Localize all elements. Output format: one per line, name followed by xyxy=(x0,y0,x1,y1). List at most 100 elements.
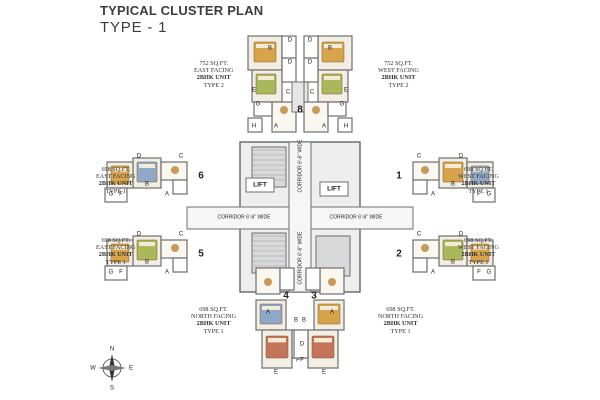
stair-bottom xyxy=(251,232,287,274)
table-2 xyxy=(421,244,429,252)
bed-mid-8-pillow xyxy=(324,76,340,80)
room-letter-b-8: B xyxy=(328,46,332,52)
lift-left xyxy=(245,177,275,193)
unit-number-4: 4 xyxy=(283,291,289,302)
bed-b-6-pillow xyxy=(113,168,127,172)
bed-a-6-pillow xyxy=(139,164,155,168)
room-letter-g-5: G xyxy=(109,270,114,276)
room-letter-g-2: G xyxy=(487,270,492,276)
kitchen-4 xyxy=(279,267,295,291)
toilets-2 xyxy=(472,265,496,281)
room-letter-a-5: A xyxy=(165,270,169,276)
room-letter-d2-7: D xyxy=(288,60,293,66)
toilets-5 xyxy=(104,265,128,281)
room-letter-c-5: C xyxy=(179,232,184,238)
room-letter-d-6: D xyxy=(137,154,142,160)
toilets-6 xyxy=(104,187,128,203)
room-letter-d-3: D xyxy=(300,342,305,348)
corridor-label-top: CORRIDOR 6'-6" WIDE xyxy=(297,139,303,193)
kitchen-2 xyxy=(412,257,428,273)
unit-number-2: 2 xyxy=(396,249,402,260)
room-letter-f-2: F xyxy=(477,270,481,276)
room-letter-d-2: D xyxy=(459,232,464,238)
kitchen-6 xyxy=(172,179,188,195)
corridor-label-bottom: CORRIDOR 6'-6" WIDE xyxy=(297,231,303,285)
balcony-8 xyxy=(337,117,353,133)
compass-e: E xyxy=(129,366,133,372)
room-letter-c-2: C xyxy=(417,232,422,238)
room-letter-e-8: E xyxy=(344,88,348,94)
room-letter-e-7: E xyxy=(252,88,256,94)
corridor-label-right: CORRIDOR 6'-6" WIDE xyxy=(329,214,383,220)
table-1 xyxy=(421,166,429,174)
compass-s: S xyxy=(110,386,114,392)
room-letter-e-3: E xyxy=(322,370,326,376)
room-letter-a-7: A xyxy=(274,124,278,130)
bed-top-7-pillow xyxy=(256,44,274,48)
room-letter-a-4: A xyxy=(266,310,270,316)
plan-title: TYPICAL CLUSTER PLAN xyxy=(100,3,264,18)
room-letter-b-4: B xyxy=(294,318,298,324)
room-letter-d-8: D xyxy=(308,38,313,44)
room-letter-f-3: F xyxy=(300,358,304,364)
table-3 xyxy=(328,278,336,286)
table-5 xyxy=(171,244,179,252)
room-letter-a-8: A xyxy=(322,124,326,130)
bed-b-1-pillow xyxy=(473,168,487,172)
bed-a-3-pillow xyxy=(320,306,338,310)
room-letter-d-7: D xyxy=(288,38,293,44)
bed-mid-7-pillow xyxy=(258,76,274,80)
bed-b-2-pillow xyxy=(473,246,487,250)
room-letter-c-6: C xyxy=(179,154,184,160)
room-letter-g-7: G xyxy=(256,102,261,108)
room-letter-g-6: G xyxy=(109,192,114,198)
kitchen-7 xyxy=(253,101,273,117)
room-letter-g-1: G xyxy=(487,192,492,198)
room-letter-h-7: H xyxy=(252,124,256,130)
table-8 xyxy=(312,106,320,114)
room-letter-a-2: A xyxy=(431,270,435,276)
toilet-3 xyxy=(293,329,309,359)
kitchen-3 xyxy=(305,267,321,291)
room-letter-f-6: F xyxy=(119,192,123,198)
room-letter-g-8: G xyxy=(340,102,345,108)
room-letter-f-4: F xyxy=(296,358,300,364)
room-letter-f-5: F xyxy=(119,270,123,276)
corridor-label-left: CORRIDOR 6'-6" WIDE xyxy=(217,214,271,220)
room-letter-d-5: D xyxy=(137,232,142,238)
kitchen-1 xyxy=(412,179,428,195)
unit-number-5: 5 xyxy=(198,249,204,260)
room-letter-d2-8: D xyxy=(308,60,313,66)
corridor-vertical xyxy=(288,141,312,293)
table-6 xyxy=(171,166,179,174)
room-letter-a-1: A xyxy=(431,192,435,198)
toilet-mid-7 xyxy=(281,57,297,83)
room-letter-b-6: B xyxy=(145,182,149,188)
toilets-1 xyxy=(472,187,496,203)
table-7 xyxy=(280,106,288,114)
plan-subtitle: TYPE - 1 xyxy=(100,19,168,36)
bed-b-4-pillow xyxy=(268,338,286,343)
unit-number-8: 8 xyxy=(297,105,303,116)
compass-needle-ew xyxy=(98,365,126,371)
room-letter-b-1: B xyxy=(451,182,455,188)
compass-n: N xyxy=(110,347,114,353)
toilet-mid-8 xyxy=(303,57,319,83)
room-letter-c-7: C xyxy=(286,90,291,96)
unit-number-3: 3 xyxy=(311,291,317,302)
compass-w: W xyxy=(90,366,96,372)
kitchen-5 xyxy=(172,257,188,273)
kitchen-8 xyxy=(327,101,347,117)
room-letter-e-4: E xyxy=(274,370,278,376)
lift-right xyxy=(319,181,349,197)
room-letter-b-3: B xyxy=(302,318,306,324)
bed-b-3-pillow xyxy=(314,338,332,343)
